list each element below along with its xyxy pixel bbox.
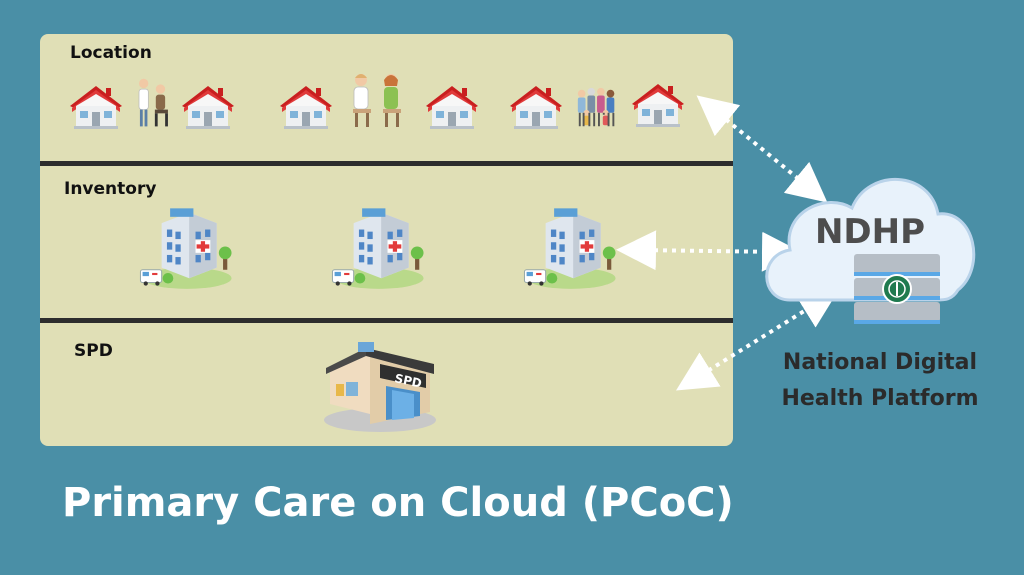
row-label-inventory: Inventory [64, 179, 157, 199]
store-building-icon: SPD [324, 342, 436, 432]
server-icon [854, 254, 940, 324]
arrow-spd-cloud [676, 289, 839, 391]
platform-name-line1: National Digital [782, 350, 978, 375]
arrow-location-cloud [696, 95, 828, 203]
cloud-title: NDHP [814, 212, 926, 252]
row-label-location: Location [70, 43, 152, 63]
row-label-spd: SPD [74, 341, 113, 361]
platform-name-line2: Health Platform [781, 386, 979, 411]
divider [40, 161, 733, 166]
arrow-inventory-cloud [616, 230, 802, 272]
building-sign: SPD [393, 371, 423, 390]
page-title: Primary Care on Cloud (PCoC) [62, 480, 734, 526]
divider [40, 318, 733, 323]
